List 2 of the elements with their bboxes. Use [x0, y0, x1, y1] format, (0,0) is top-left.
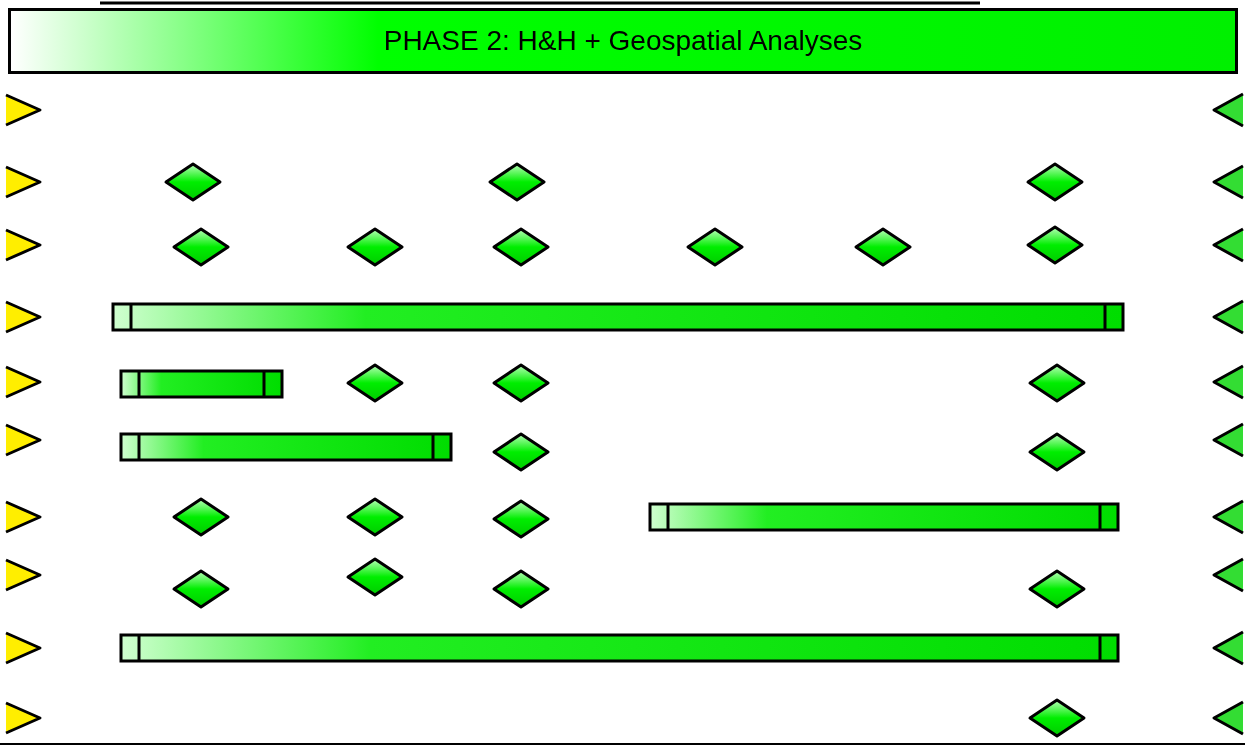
- phase-header-band: [8, 8, 1238, 74]
- phase-title: PHASE 2: H&H + Geospatial Analyses: [383, 25, 863, 57]
